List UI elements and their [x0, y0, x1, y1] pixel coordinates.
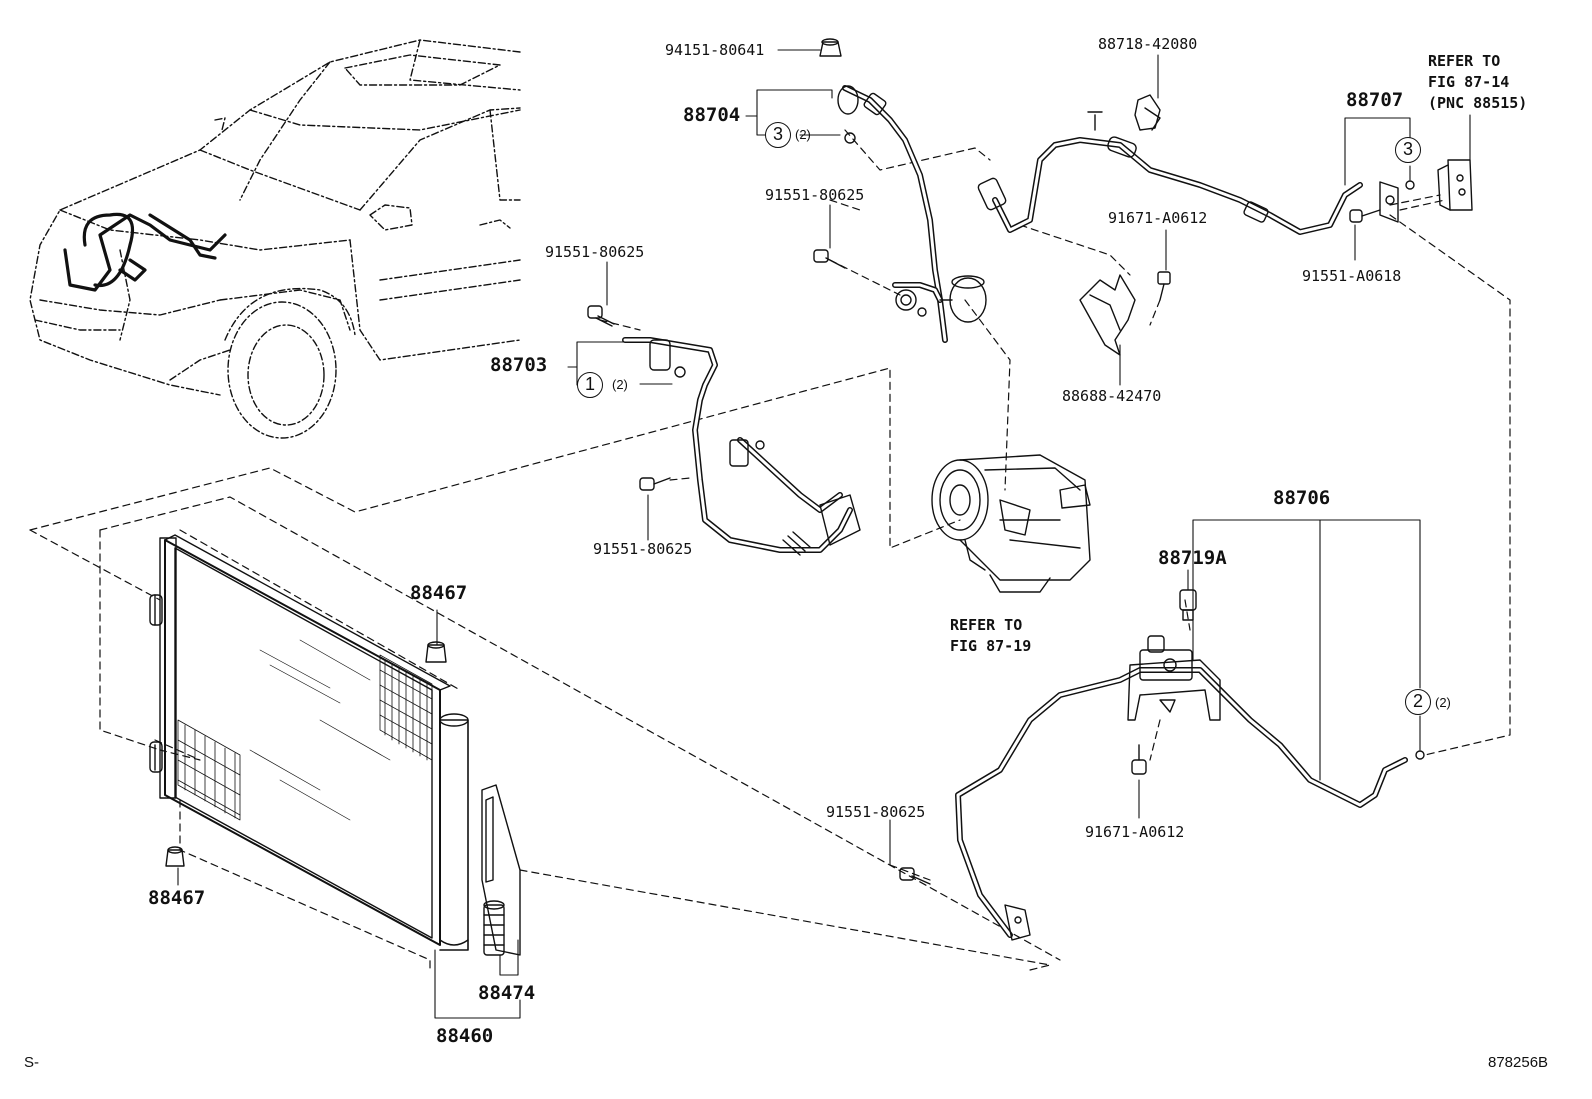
label-88467-top: 88467 [410, 582, 468, 604]
compressor [931, 454, 1091, 593]
qty-1-88703: (2) [612, 377, 628, 392]
bolt-91551-80625-a [587, 305, 615, 327]
clamp-88688-42470 [1079, 274, 1136, 356]
label-94151-80641: 94151-80641 [665, 41, 765, 59]
callout-3-88704: 3 [765, 122, 791, 148]
leader-lines [177, 49, 1471, 1019]
note-refer-fig-87-14-line2: FIG 87-14 [1428, 73, 1510, 91]
label-91551-80625-b: 91551-80625 [593, 540, 693, 558]
label-91551-80625-c: 91551-80625 [765, 186, 865, 204]
label-88467-bottom: 88467 [148, 887, 206, 909]
suction-hose-88704 [837, 85, 987, 343]
label-88707: 88707 [1346, 89, 1404, 111]
o-ring-88706 [1415, 750, 1425, 760]
note-refer-fig-87-19-line2: FIG 87-19 [950, 637, 1032, 655]
note-refer-fig-87-14-line1: REFER TO [1428, 52, 1501, 70]
qty-3-88704: (2) [795, 127, 811, 142]
condenser-88460 [149, 534, 469, 951]
label-88474: 88474 [478, 982, 536, 1004]
clamp-88718-42080 [1134, 94, 1161, 131]
label-88704: 88704 [683, 104, 741, 126]
mirror [214, 117, 511, 231]
bolt-91551-80625-b [639, 477, 671, 491]
label-91671-a0612-lower: 91671-A0612 [1085, 823, 1185, 841]
front-wheel [224, 287, 356, 439]
bolt-91551-a0618 [1349, 209, 1381, 223]
callout-1-88703: 1 [577, 372, 603, 398]
qty-2-88706: (2) [1435, 695, 1451, 710]
vehicle-illustration [29, 39, 521, 396]
discharge-hose-88703 [622, 337, 861, 556]
expansion-valve [1437, 159, 1473, 211]
liquid-line-lower-88706 [955, 635, 1408, 941]
label-91551-80625-d: 91551-80625 [826, 803, 926, 821]
o-ring-88707 [1405, 180, 1415, 190]
label-88703: 88703 [490, 354, 548, 376]
figure-code: 878256B [1488, 1054, 1549, 1071]
bolt-91671-a0612-upper [1157, 271, 1171, 301]
label-91551-a0618: 91551-A0618 [1302, 267, 1402, 285]
receiver-dryer-88474 [481, 784, 521, 956]
liquid-line-upper [977, 111, 1399, 235]
vehicle-ac-piping-highlight [63, 212, 227, 292]
corner-mark-left: S- [24, 1054, 39, 1071]
callout-3-88707: 3 [1395, 137, 1421, 163]
cap-94151-80641 [819, 38, 842, 57]
note-refer-fig-87-14-line3: (PNC 88515) [1428, 94, 1528, 112]
note-refer-fig-87-19-line1: REFER TO [950, 616, 1023, 634]
label-88688-42470: 88688-42470 [1062, 387, 1162, 405]
label-88460: 88460 [436, 1025, 494, 1047]
label-88706: 88706 [1273, 487, 1331, 509]
label-91551-80625-a: 91551-80625 [545, 243, 645, 261]
cushion-88467-top [425, 641, 447, 663]
bolt-91551-80625-d [899, 867, 931, 885]
callout-2-88706: 2 [1405, 689, 1431, 715]
label-91671-a0612-upper: 91671-A0612 [1108, 209, 1208, 227]
cushion-88467-bottom [165, 846, 185, 867]
bolt-91551-80625-c [813, 249, 846, 269]
label-88718-42080: 88718-42080 [1098, 35, 1198, 53]
bolt-91671-a0612-lower [1131, 744, 1147, 775]
label-88719a: 88719A [1158, 547, 1227, 569]
